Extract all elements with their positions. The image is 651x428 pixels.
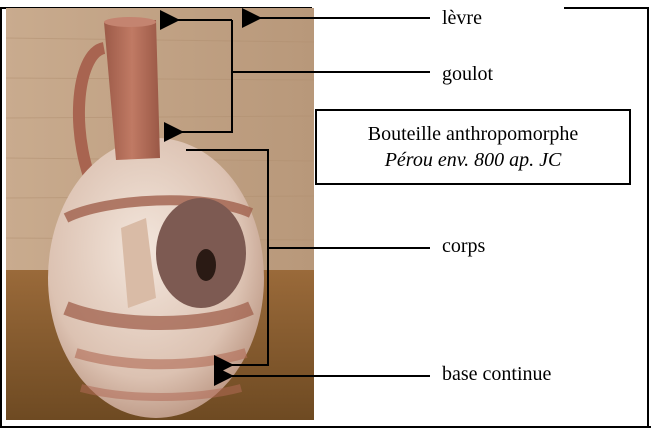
caption-title: Bouteille anthropomorphe	[317, 121, 629, 147]
label-goulot: goulot	[442, 62, 493, 86]
caption-box: Bouteille anthropomorphe Pérou env. 800 …	[315, 109, 631, 185]
label-base: base continue	[442, 362, 551, 386]
label-corps: corps	[442, 234, 485, 258]
caption-subtitle: Pérou env. 800 ap. JC	[317, 147, 629, 173]
corps-bracket	[186, 150, 268, 365]
goulot-bracket	[182, 20, 232, 132]
label-levre: lèvre	[442, 6, 482, 30]
